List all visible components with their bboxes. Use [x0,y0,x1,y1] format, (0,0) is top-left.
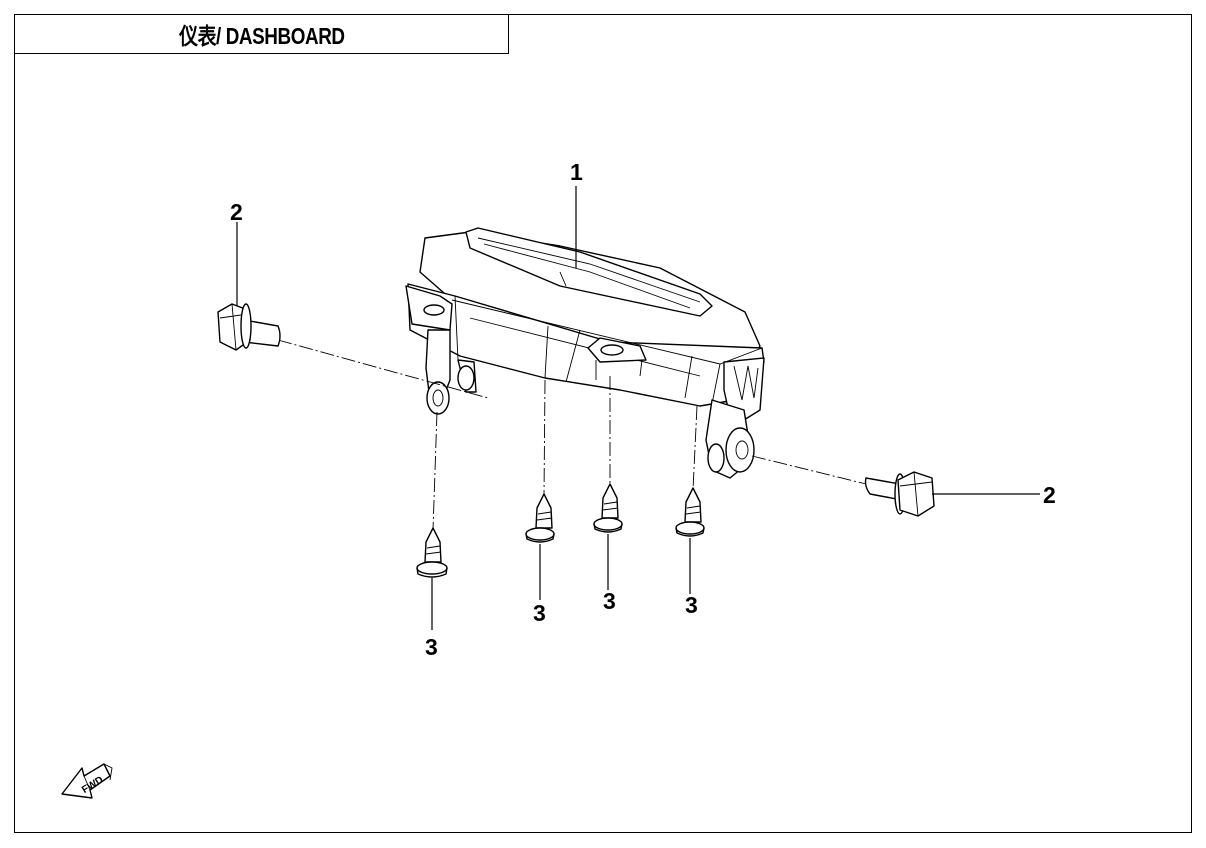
page-title: 仪表/ DASHBOARD [178,23,345,49]
screw-3 [593,483,623,533]
callout-part-2-left: 2 [230,199,243,225]
assembly-centerlines [277,339,867,531]
dashboard-assembly [405,227,765,479]
callout-part-1: 1 [570,159,583,185]
flange-bolt-right [864,471,935,517]
drawing-frame [14,14,1192,833]
callout-part-2-right: 2 [1043,482,1056,508]
leader-lines [236,186,1040,630]
callout-part-3-d: 3 [685,592,698,618]
callout-part-3-c: 3 [603,588,616,614]
screw-4 [675,487,705,537]
flange-bolt-left [217,303,281,351]
forward-arrow-icon: FWD [61,763,113,799]
callout-part-3-a: 3 [425,634,438,660]
title-block: 仪表/ DASHBOARD [14,14,509,54]
callout-part-3-b: 3 [533,600,546,626]
screw-2 [525,493,555,543]
screw-1 [416,527,448,578]
